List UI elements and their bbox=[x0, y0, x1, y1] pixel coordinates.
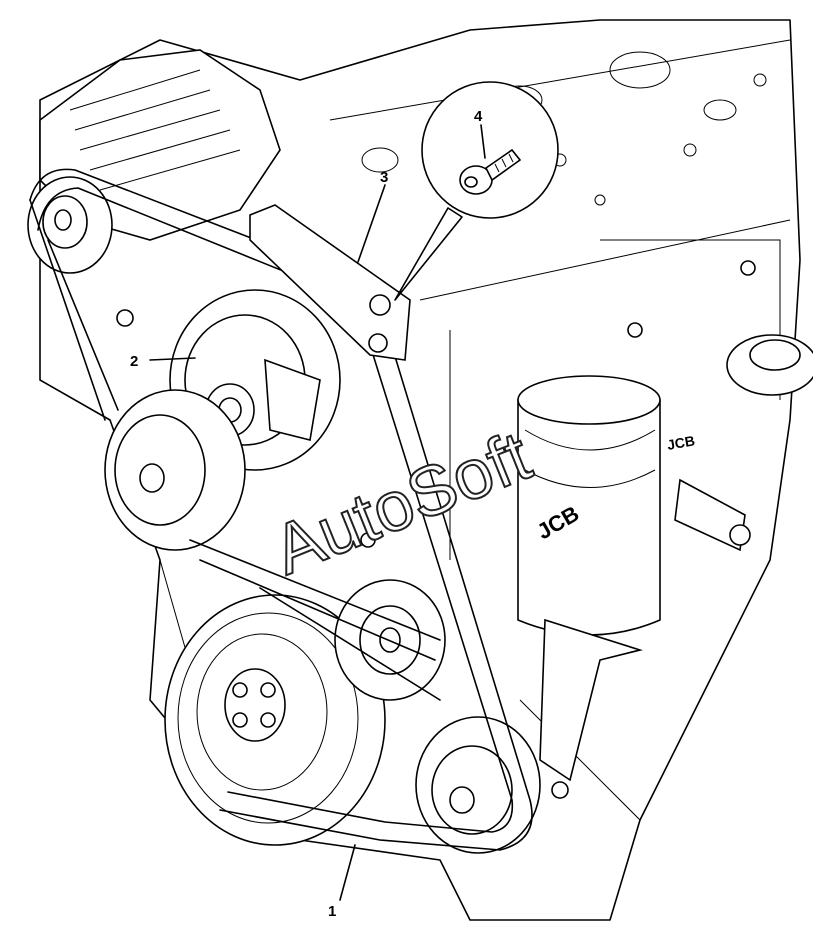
leader-2 bbox=[149, 357, 196, 361]
alternator-pulley bbox=[27, 176, 113, 274]
crankshaft-pulley bbox=[164, 594, 386, 846]
callout-leaders bbox=[149, 124, 486, 901]
filler-cap bbox=[726, 334, 813, 396]
detail-pointer bbox=[394, 207, 463, 301]
callout-2-label: 2 bbox=[130, 353, 138, 370]
detail-callout bbox=[394, 81, 559, 301]
callout-labels: 1 2 3 4 bbox=[130, 108, 483, 920]
block-brand-mark: JCB bbox=[666, 432, 696, 453]
tensioner-bracket bbox=[249, 204, 411, 361]
fan-pulley bbox=[104, 389, 246, 551]
sensor bbox=[674, 478, 751, 552]
detail-circle bbox=[421, 81, 559, 219]
water-pump-pulley bbox=[169, 289, 341, 471]
oil-filter: JCB bbox=[517, 375, 661, 782]
screw-icon bbox=[459, 148, 522, 195]
callout-1-label: 1 bbox=[328, 903, 336, 920]
callout-4-label: 4 bbox=[474, 108, 483, 125]
leader-4 bbox=[480, 124, 486, 159]
tensioner-pulley bbox=[415, 716, 541, 854]
leader-1 bbox=[339, 844, 356, 901]
callout-3-label: 3 bbox=[380, 169, 388, 186]
leader-3 bbox=[357, 184, 386, 263]
